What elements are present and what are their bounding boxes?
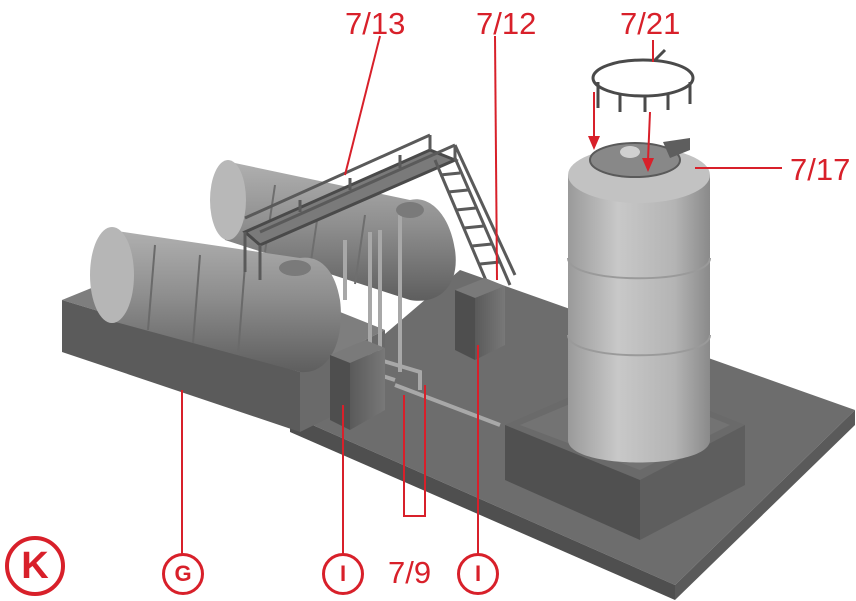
callout-railing: 7/21	[620, 6, 681, 41]
marker-pump-house-right: I	[457, 553, 499, 595]
horizontal-tank-rear	[210, 160, 456, 301]
marker-tank-basin: G	[162, 553, 204, 595]
callout-stairway: 7/13	[345, 6, 406, 41]
callout-arrowheads	[588, 136, 654, 172]
marker-pump-house-left: I	[322, 553, 364, 595]
section-marker: K	[5, 536, 65, 596]
callout-roof-bracket: 7/17	[790, 152, 851, 187]
vertical-tank	[567, 138, 711, 463]
callout-lines	[181, 35, 782, 557]
callout-pipes: 7/9	[388, 555, 432, 590]
walkway-stairway	[242, 133, 517, 291]
pump-house-right-shape	[455, 278, 505, 360]
horizontal-tank-front	[90, 227, 341, 373]
callout-ladder: 7/12	[476, 6, 537, 41]
tank-dome-rear	[396, 202, 424, 218]
railing-ring	[591, 48, 695, 112]
pump-house-left-shape	[330, 340, 385, 430]
